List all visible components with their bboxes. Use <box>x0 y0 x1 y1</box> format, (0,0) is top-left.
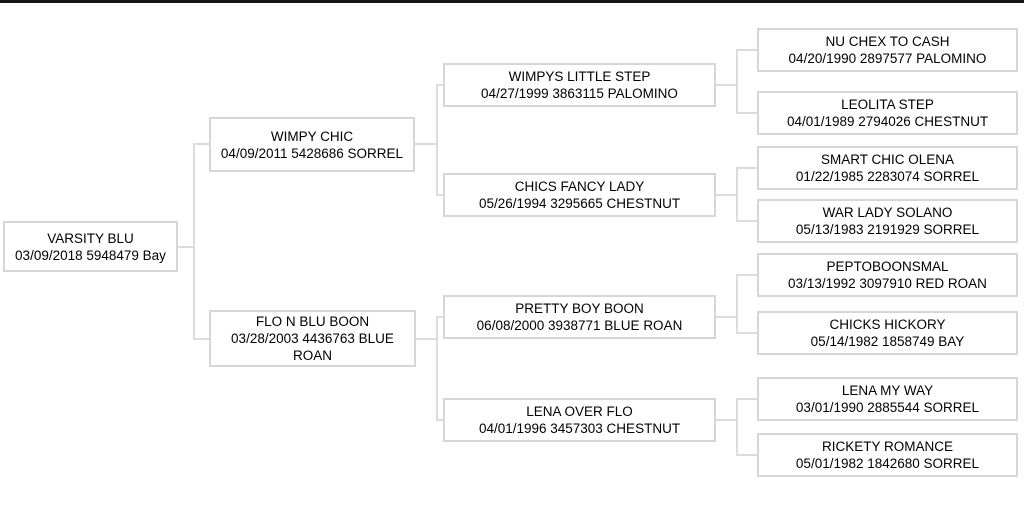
pedigree-node-sire: WIMPY CHIC 04/09/2011 5428686 SORREL <box>209 117 415 172</box>
pedigree-node-sire-sire-dam: LEOLITA STEP 04/01/1989 2794026 CHESTNUT <box>757 91 1018 135</box>
horse-details: 01/22/1985 2283074 SORREL <box>795 169 980 184</box>
pedigree-node-sire-sire: WIMPYS LITTLE STEP 04/27/1999 3863115 PA… <box>443 63 716 107</box>
connector-siresire-to-parents <box>716 49 757 114</box>
pedigree-node-sire-dam-dam: WAR LADY SOLANO 05/13/1983 2191929 SORRE… <box>757 199 1018 243</box>
horse-details: 03/28/2003 4436763 BLUE ROAN <box>231 331 394 363</box>
horse-name: FLO N BLU BOON <box>255 314 370 329</box>
horse-name: WIMPY CHIC <box>270 128 354 144</box>
horse-name: NU CHEX TO CASH <box>825 34 950 49</box>
horse-details: 03/09/2018 5948479 Bay <box>15 247 166 263</box>
connector-damdam-to-parents <box>716 398 757 456</box>
connector-siredam-to-parents <box>716 167 757 222</box>
pedigree-node-dam: FLO N BLU BOON 03/28/2003 4436763 BLUE R… <box>209 310 416 367</box>
horse-details: 04/01/1996 3457303 CHESTNUT <box>478 421 681 436</box>
horse-details: 05/01/1982 1842680 SORREL <box>795 456 980 471</box>
pedigree-node-dam-sire-sire: PEPTOBOONSMAL 03/13/1992 3097910 RED ROA… <box>757 253 1018 297</box>
top-border-line <box>0 0 1024 3</box>
horse-name: VARSITY BLU <box>47 230 134 246</box>
horse-details: 05/26/1994 3295665 CHESTNUT <box>478 196 681 211</box>
connector-damsire-to-parents <box>716 274 757 334</box>
pedigree-node-root: VARSITY BLU 03/09/2018 5948479 Bay <box>3 221 178 272</box>
horse-name: WAR LADY SOLANO <box>822 205 953 220</box>
horse-name: CHICS FANCY LADY <box>514 179 645 194</box>
horse-name: LENA MY WAY <box>841 383 934 398</box>
horse-details: 05/13/1983 2191929 SORREL <box>795 222 980 237</box>
pedigree-node-dam-dam-sire: LENA MY WAY 03/01/1990 2885544 SORREL <box>757 377 1018 421</box>
horse-details: 06/08/2000 3938771 BLUE ROAN <box>476 318 683 333</box>
horse-details: 04/20/1990 2897577 PALOMINO <box>788 51 987 66</box>
horse-details: 05/14/1982 1858749 BAY <box>810 334 965 349</box>
horse-name: PEPTOBOONSMAL <box>826 259 949 274</box>
horse-name: WIMPYS LITTLE STEP <box>508 69 651 84</box>
horse-name: LENA OVER FLO <box>526 404 633 419</box>
pedigree-node-dam-dam: LENA OVER FLO 04/01/1996 3457303 CHESTNU… <box>443 398 716 442</box>
horse-name: PRETTY BOY BOON <box>515 301 644 316</box>
horse-name: LEOLITA STEP <box>841 97 934 112</box>
horse-details: 03/13/1992 3097910 RED ROAN <box>788 276 987 291</box>
pedigree-node-sire-dam-sire: SMART CHIC OLENA 01/22/1985 2283074 SORR… <box>757 146 1018 190</box>
horse-name: SMART CHIC OLENA <box>820 152 955 167</box>
horse-name: RICKETY ROMANCE <box>821 439 954 454</box>
horse-name: CHICKS HICKORY <box>829 317 946 332</box>
horse-details: 03/01/1990 2885544 SORREL <box>795 400 980 415</box>
connector-dam-to-parents <box>416 316 443 421</box>
pedigree-node-dam-sire: PRETTY BOY BOON 06/08/2000 3938771 BLUE … <box>443 295 716 339</box>
horse-details: 04/09/2011 5428686 SORREL <box>220 145 404 161</box>
horse-details: 04/27/1999 3863115 PALOMINO <box>481 86 678 101</box>
connector-root-to-parents <box>178 143 209 340</box>
pedigree-node-dam-dam-dam: RICKETY ROMANCE 05/01/1982 1842680 SORRE… <box>757 433 1018 477</box>
pedigree-node-sire-sire-sire: NU CHEX TO CASH 04/20/1990 2897577 PALOM… <box>757 28 1018 72</box>
pedigree-node-sire-dam: CHICS FANCY LADY 05/26/1994 3295665 CHES… <box>443 173 716 217</box>
pedigree-node-dam-sire-dam: CHICKS HICKORY 05/14/1982 1858749 BAY <box>757 311 1018 355</box>
horse-details: 04/01/1989 2794026 CHESTNUT <box>786 114 989 129</box>
connector-sire-to-parents <box>415 84 443 196</box>
